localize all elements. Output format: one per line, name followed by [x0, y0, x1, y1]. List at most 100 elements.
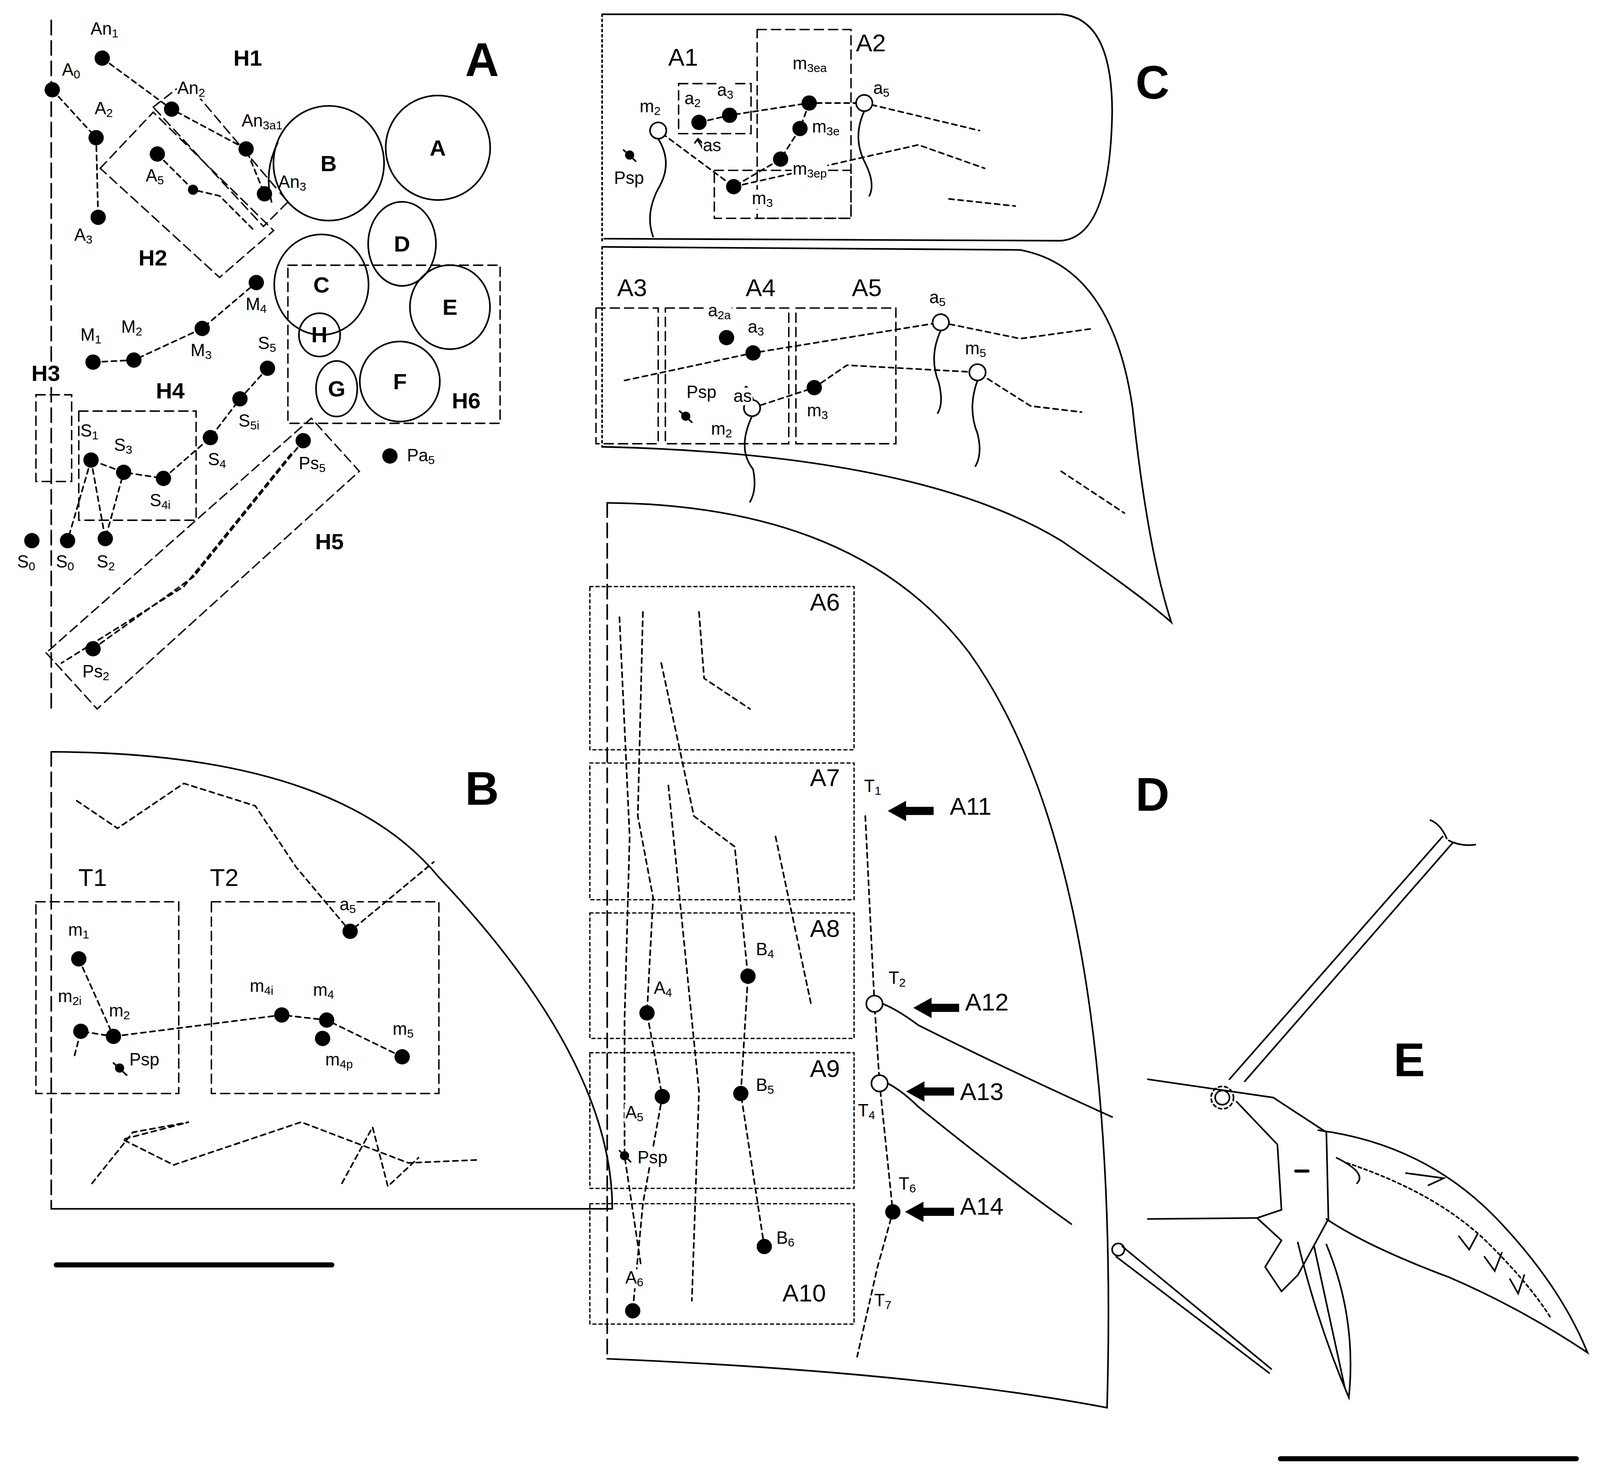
- head-chaetotaxy-stroke-stroke: [153, 81, 288, 227]
- seta-letter: T: [888, 968, 900, 988]
- eye-lens: G: [315, 360, 359, 418]
- seta-label: A4: [653, 979, 674, 999]
- abdomen-chaetotaxy-stroke: [601, 246, 603, 447]
- abdomen-segment-stroke-stroke: [913, 997, 959, 1019]
- head-chaetotaxy-stroke: [24, 50, 398, 657]
- seta-label: m5: [964, 339, 988, 360]
- abdomen-chaetotaxy-stroke-stroke: [624, 322, 1094, 381]
- seta-letter: An: [241, 111, 263, 131]
- abdomen-chaetotaxy-stroke-stroke: [725, 179, 742, 195]
- seta-letter: S: [257, 333, 270, 353]
- seta-label: m4p: [324, 1051, 354, 1071]
- seta-index: 0: [67, 559, 75, 573]
- head-chaetotaxy-stroke-stroke: [93, 440, 304, 649]
- seta-label: M3: [189, 341, 213, 361]
- thorax-chaetotaxy-stroke-stroke: [394, 1049, 410, 1065]
- region-label: A10: [781, 1280, 827, 1306]
- abdomen-segment-stroke-stroke: [589, 1203, 855, 1324]
- head-chaetotaxy-stroke: [35, 81, 500, 709]
- seta-label: S1: [79, 422, 100, 442]
- head-chaetotaxy-stroke-stroke: [382, 448, 398, 464]
- seta-letter: M: [80, 325, 95, 345]
- abdomen-chaetotaxy-stroke-stroke: [649, 122, 667, 139]
- abdomen-chaetotaxy-stroke: [602, 14, 1113, 241]
- abdomen-segment-stroke-stroke: [668, 785, 699, 1301]
- abdomen-chaetotaxy-stroke-stroke: [714, 170, 851, 219]
- eye-lens: F: [359, 340, 441, 423]
- abdomen-chaetotaxy-stroke: [934, 330, 941, 414]
- seta-letter: B: [755, 939, 768, 959]
- seta-label: A5: [624, 1104, 645, 1124]
- seta-label: Pa5: [405, 446, 436, 467]
- head-chaetotaxy-stroke-stroke: [90, 209, 106, 225]
- abdomen-chaetotaxy-stroke: [858, 111, 872, 196]
- seta-index: 2: [198, 85, 205, 100]
- abdomen-chaetotaxy-stroke: [602, 246, 1172, 623]
- seta-letter: B: [776, 1228, 788, 1248]
- claw-drawing: [1112, 820, 1588, 1459]
- abdomen-segment-stroke: [619, 1150, 631, 1162]
- abdomen-chaetotaxy-stroke-stroke: [969, 364, 986, 381]
- seta-letter: S: [17, 552, 29, 572]
- seta-index: 3: [299, 179, 307, 194]
- abdomen-segment-stroke-stroke: [733, 1085, 749, 1101]
- abdomen-chaetotaxy-stroke: [595, 29, 896, 444]
- head-chaetotaxy-stroke-stroke: [88, 130, 104, 146]
- seta-index: 4i: [264, 984, 274, 998]
- seta-index: 5: [636, 1110, 644, 1124]
- seta-label: T6: [897, 1175, 917, 1195]
- seta-letter: m: [325, 1049, 340, 1070]
- seta-index: 2: [108, 559, 115, 573]
- seta-label: S5i: [237, 412, 260, 432]
- seta-index: 4: [767, 947, 774, 961]
- head-chaetotaxy-stroke-stroke: [126, 352, 142, 368]
- head-chaetotaxy-stroke-stroke: [187, 184, 199, 196]
- head-chaetotaxy: [24, 20, 501, 709]
- seta-letter: a: [684, 88, 695, 108]
- abdomen-segment-stroke-stroke: [639, 1005, 655, 1021]
- head-chaetotaxy-stroke-stroke: [256, 186, 272, 202]
- claw-drawing-stroke: [1318, 1130, 1588, 1353]
- region-label: H6: [450, 389, 482, 412]
- seta-letter: m: [811, 117, 827, 137]
- thorax-chaetotaxy-stroke: [51, 751, 613, 1209]
- abdomen-chaetotaxy-stroke-stroke: [745, 345, 761, 361]
- abdomen-segment-stroke-stroke: [698, 612, 750, 709]
- head-chaetotaxy-stroke-stroke: [155, 470, 171, 486]
- seta-label: B4: [755, 940, 775, 960]
- claw-drawing-stroke: [1116, 1246, 1272, 1374]
- seta-label: a5: [928, 288, 947, 309]
- seta-letter: a: [929, 287, 939, 307]
- thorax-chaetotaxy-stroke: [71, 923, 410, 1073]
- seta-label: m2: [710, 420, 733, 440]
- abdomen-segment-stroke-stroke: [661, 663, 765, 1247]
- seta-label: m3e: [811, 118, 841, 138]
- claw-drawing-stroke: [1295, 1169, 1309, 1173]
- panel-letter: C: [1134, 59, 1171, 107]
- abdomen-segment-stroke: [882, 1003, 1113, 1117]
- abdomen-segment-stroke: [606, 503, 609, 1359]
- seta-index: 4: [868, 1108, 875, 1122]
- seta-label: a5: [872, 79, 891, 99]
- seta-label: m3: [805, 401, 829, 422]
- head-chaetotaxy-stroke-stroke: [259, 360, 276, 376]
- seta-label: S0: [54, 553, 75, 573]
- seta-index: 3: [821, 408, 828, 422]
- abdomen-chaetotaxy-stroke: [624, 95, 822, 422]
- seta-label: An2: [176, 79, 207, 99]
- seta-label: a3: [747, 318, 765, 338]
- seta-label: Ps2: [81, 663, 110, 683]
- head-chaetotaxy-stroke-stroke: [91, 368, 268, 479]
- seta-letter: A: [145, 165, 158, 186]
- seta-letter: m: [639, 96, 654, 116]
- abdomen-chaetotaxy-stroke: [601, 14, 603, 241]
- thorax-chaetotaxy-stroke-stroke: [314, 1030, 330, 1046]
- seta-index: 7: [884, 1298, 892, 1312]
- region-label: A2: [854, 30, 887, 56]
- seta-letter: m: [751, 188, 767, 208]
- lens-letter: G: [315, 360, 359, 418]
- seta-letter: A: [653, 978, 666, 998]
- seta-index: 2: [694, 96, 701, 110]
- seta-index: 4i: [161, 498, 171, 512]
- seta-letter: m: [68, 920, 83, 940]
